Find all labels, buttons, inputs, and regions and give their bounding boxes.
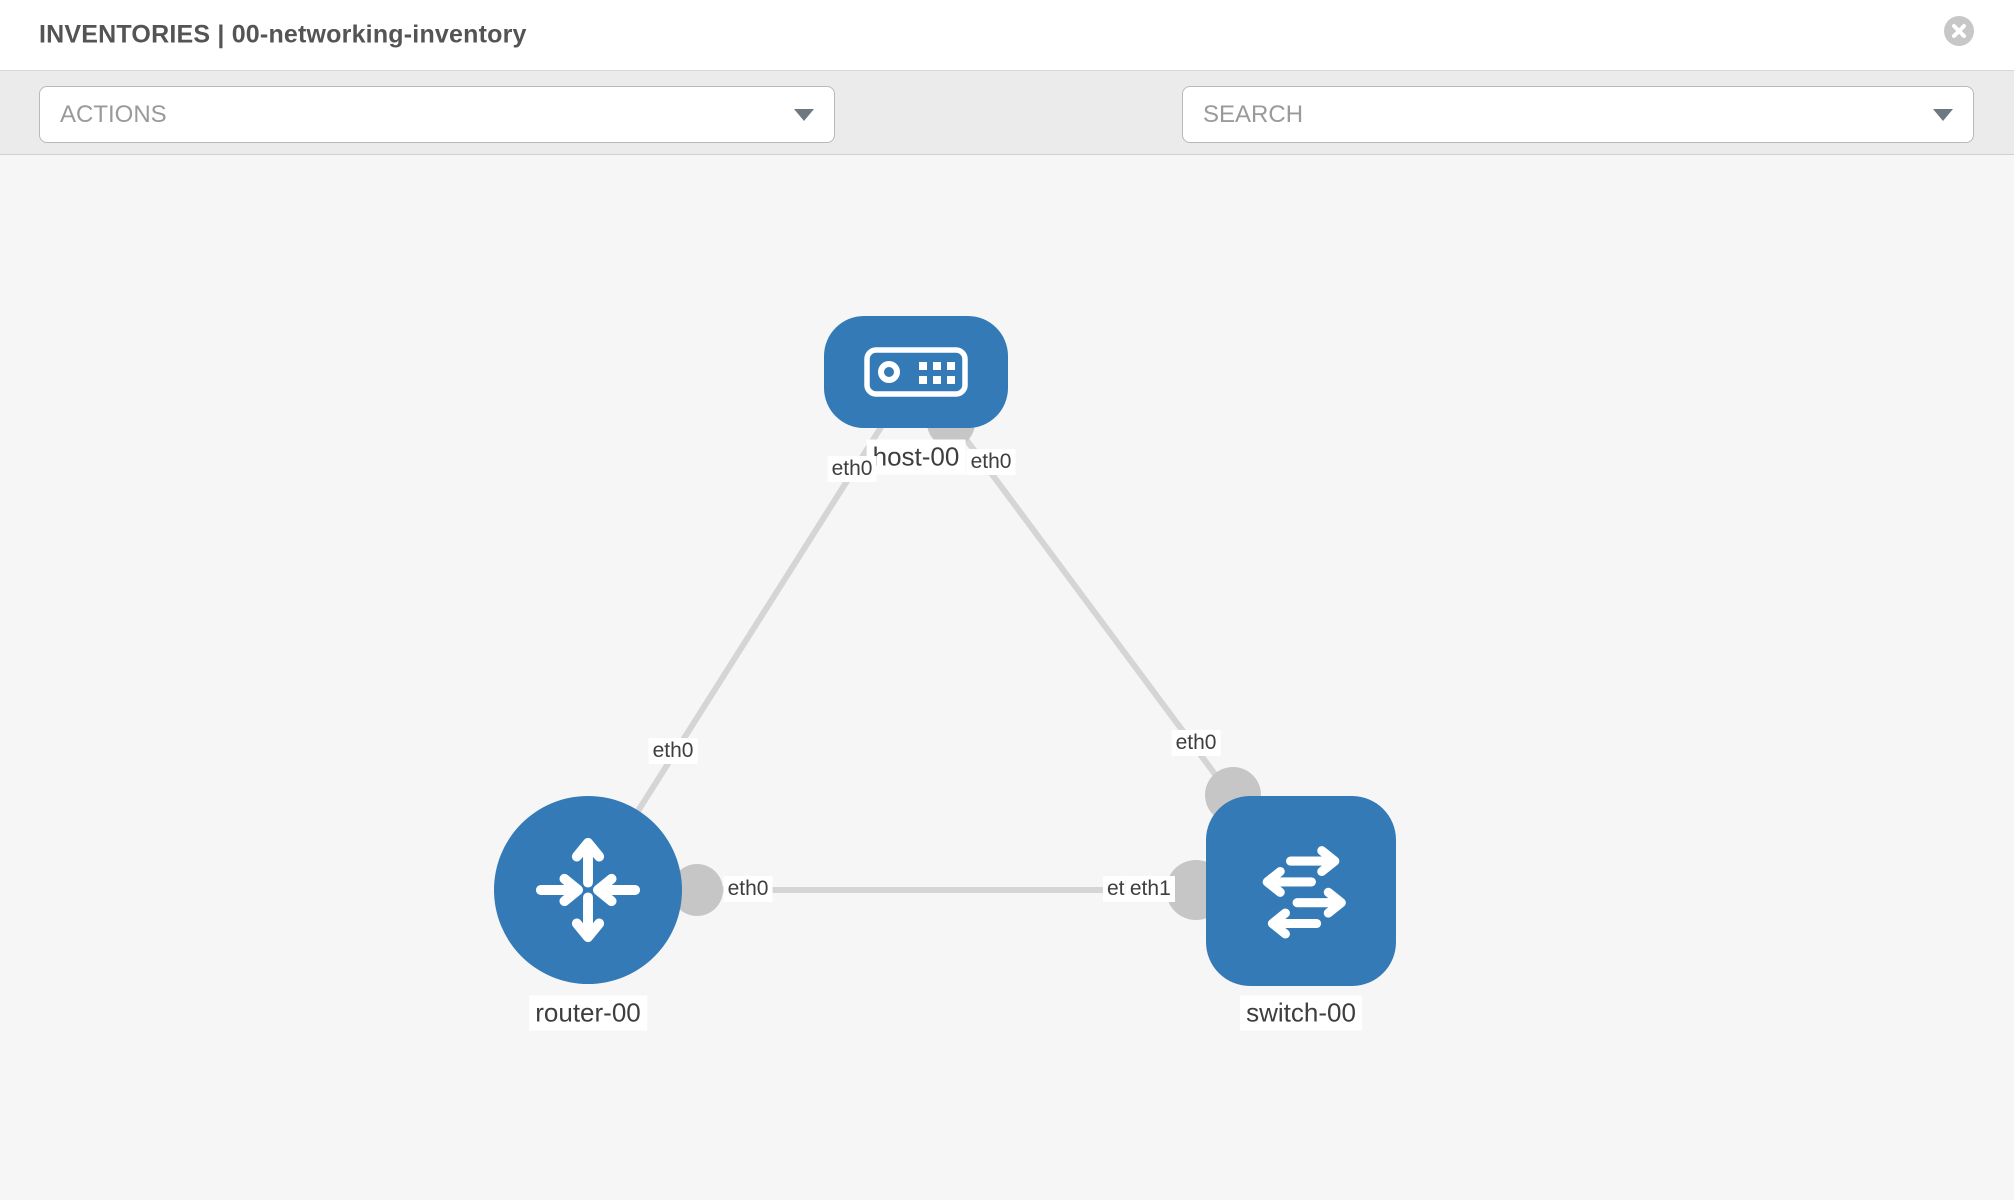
search-dropdown[interactable]: [1182, 86, 1974, 143]
close-button[interactable]: [1944, 16, 1974, 46]
node-label-switch: switch-00: [1240, 995, 1362, 1031]
host-icon: [864, 347, 968, 397]
node-host-00[interactable]: [824, 316, 1008, 428]
interface-label-router-top: eth0: [648, 738, 698, 764]
chevron-down-icon: [1933, 108, 1953, 121]
topology-canvas[interactable]: host-00 router-00 switch-00 eth0 eth0 et…: [0, 155, 2014, 1200]
interface-label-link-router: eth0: [723, 876, 773, 902]
toolbar: ACTIONS: [0, 70, 2014, 204]
switch-icon: [1262, 846, 1346, 939]
router-icon: [535, 837, 641, 943]
chevron-down-icon: [794, 108, 814, 121]
node-label-host: host-00: [866, 439, 966, 475]
actions-dropdown-label: ACTIONS: [60, 100, 167, 128]
interface-label-host-right: eth0: [966, 449, 1016, 475]
breadcrumb-header: INVENTORIES | 00-networking-inventory: [0, 0, 2014, 70]
node-router-00[interactable]: [494, 796, 682, 984]
actions-dropdown[interactable]: ACTIONS: [39, 86, 835, 143]
search-input[interactable]: [1203, 100, 1921, 129]
topology-links: [585, 370, 1304, 920]
page-title: INVENTORIES | 00-networking-inventory: [39, 20, 527, 49]
node-label-router: router-00: [529, 995, 647, 1031]
node-switch-00[interactable]: [1206, 796, 1396, 986]
interface-label-switch-front: eth1: [1125, 876, 1175, 902]
close-icon: [1952, 24, 1966, 38]
interface-label-switch-top: eth0: [1171, 730, 1221, 756]
interface-dot-router: [671, 864, 723, 916]
interface-label-host-left: eth0: [827, 456, 877, 482]
